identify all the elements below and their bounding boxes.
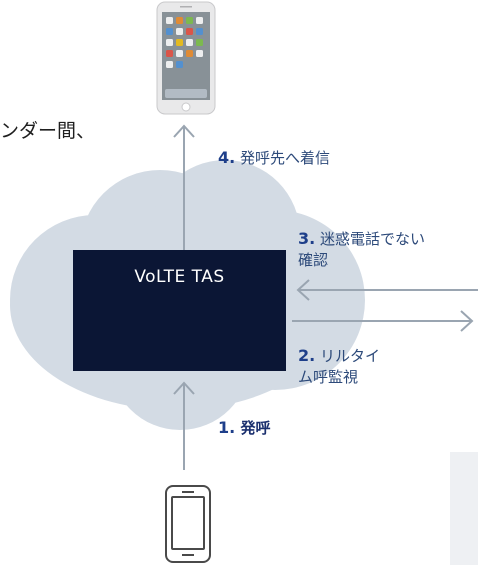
arrow-right-step2 — [292, 310, 474, 332]
step2-line2: ム呼監視 — [298, 368, 359, 386]
step3-number: 3. — [298, 229, 316, 248]
arrow-up-step4 — [173, 124, 195, 250]
step4-number: 4. — [218, 148, 236, 167]
step2-label: 2. リルタイ ム呼監視 — [298, 345, 380, 388]
volte-tas-box: VoLTE TAS — [73, 250, 286, 371]
step4-text: 発呼先へ着信 — [240, 149, 331, 167]
step1-label: 1. 発呼 — [218, 417, 270, 439]
step2-number: 2. — [298, 346, 316, 365]
tas-box-label: VoLTE TAS — [134, 267, 225, 287]
smartphone-photo-icon — [156, 1, 216, 115]
step2-line1: リルタイ — [320, 347, 381, 365]
phone-outline-icon — [165, 485, 211, 563]
step3-line1: 迷惑電話でない — [320, 230, 426, 248]
step1-number: 1. — [218, 418, 236, 437]
step1-text: 発呼 — [240, 419, 271, 437]
step4-label: 4. 発呼先へ着信 — [218, 147, 330, 169]
arrow-up-step1 — [173, 381, 195, 470]
step3-label: 3. 迷惑電話でない 確認 — [298, 228, 425, 271]
arrow-left-step3 — [296, 279, 478, 301]
step3-line2: 確認 — [298, 251, 329, 269]
partial-text-fragment: ンダー間、 — [0, 120, 96, 142]
side-panel-edge — [450, 452, 478, 565]
